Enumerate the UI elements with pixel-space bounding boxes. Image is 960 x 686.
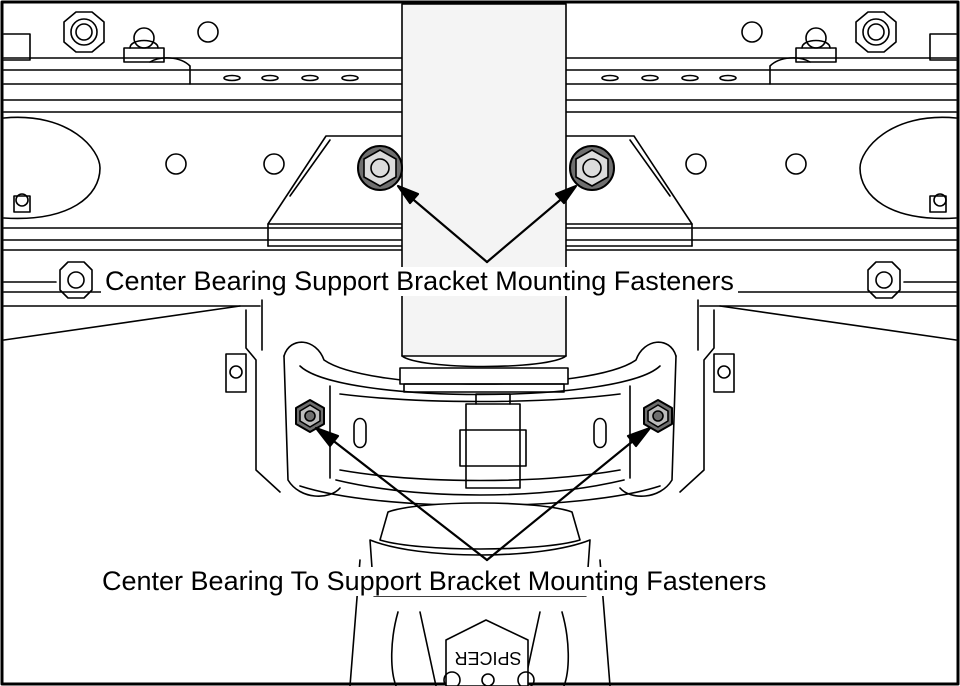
support-bracket-fastener-right bbox=[569, 145, 615, 191]
frame-cutout-left bbox=[3, 116, 285, 220]
callout-support-bracket-fasteners: Center Bearing Support Bracket Mounting … bbox=[101, 267, 738, 296]
top-right-hardware bbox=[741, 11, 957, 85]
leader-arrows-bottom bbox=[314, 426, 652, 562]
label-row-bolts bbox=[3, 261, 957, 299]
spicer-stamp: SPICER bbox=[454, 648, 521, 668]
bearing-fastener-right bbox=[643, 399, 673, 433]
frame-cutout-right bbox=[685, 116, 957, 220]
bearing-fastener-left bbox=[295, 399, 325, 433]
leader-arrows-top bbox=[396, 184, 578, 264]
crossmember-slots bbox=[223, 74, 737, 82]
support-bracket-fastener-left bbox=[357, 145, 403, 191]
callout-bearing-to-bracket-fasteners: Center Bearing To Support Bracket Mounti… bbox=[98, 567, 771, 596]
top-left-hardware bbox=[3, 11, 219, 85]
driveshaft bbox=[399, 3, 569, 393]
